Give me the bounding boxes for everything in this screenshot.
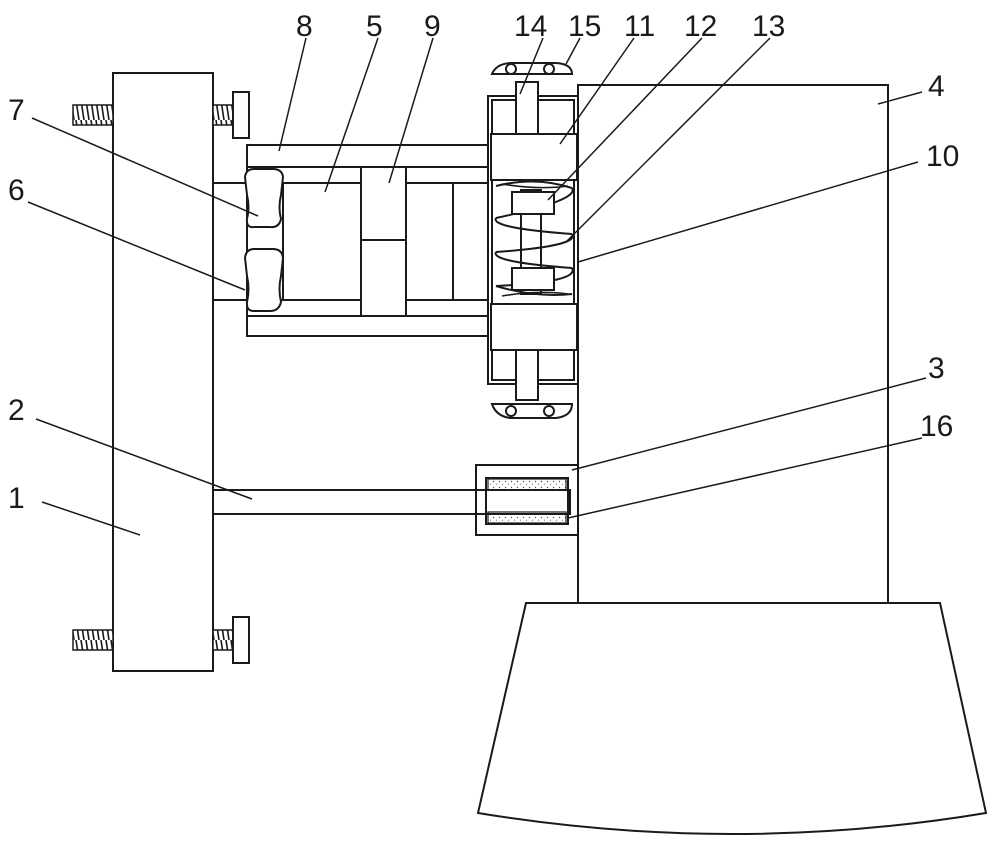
top-clamp-screw [72,91,250,139]
label-7: 7 [8,94,25,127]
label-11: 11 [624,10,655,43]
lower-mount-block [490,303,578,351]
label-6: 6 [8,174,25,207]
label-8: 8 [296,10,313,43]
leader-4 [877,91,923,105]
label-16: 16 [920,410,953,443]
left-plate [112,72,214,672]
sleeve-block [475,464,579,536]
base-stand [476,602,988,835]
bottom-handle [490,403,574,419]
leader-5 [324,37,379,193]
label-9: 9 [424,10,441,43]
leader-14 [519,37,544,95]
rear-block [405,182,454,301]
label-4: 4 [928,70,945,103]
label-10: 10 [926,140,959,173]
leader-10 [577,161,919,263]
leader-9 [388,37,434,184]
bottom-clamp-screw [72,616,250,664]
leader-7 [31,117,259,217]
motor-block [282,182,362,301]
top-handle [490,62,574,75]
label-13: 13 [752,10,785,43]
label-5: 5 [366,10,383,43]
leader-2 [35,418,253,500]
lower-slider-block [511,267,555,291]
part-labels: 1 2 3 4 5 6 7 8 9 10 11 12 13 14 15 16 [8,10,959,515]
support-column [577,84,889,606]
leader-16 [567,437,923,519]
leader-11 [559,37,635,145]
label-3: 3 [928,352,945,385]
leader-15 [565,37,581,65]
label-2: 2 [8,394,25,427]
leader-1 [41,501,141,536]
leader-8 [278,37,307,152]
upper-mount-block [490,133,578,181]
drive-block [360,166,407,317]
upper-slider-block [511,191,555,215]
label-14: 14 [514,10,547,43]
upper-roller [243,168,285,229]
leader-3 [571,377,927,471]
label-1: 1 [8,482,25,515]
leader-13 [565,37,771,243]
lower-roller [243,248,285,312]
label-15: 15 [568,10,601,43]
label-12: 12 [684,10,717,43]
leader-12 [547,37,703,201]
leader-lines [27,37,927,536]
leader-6 [27,201,246,291]
